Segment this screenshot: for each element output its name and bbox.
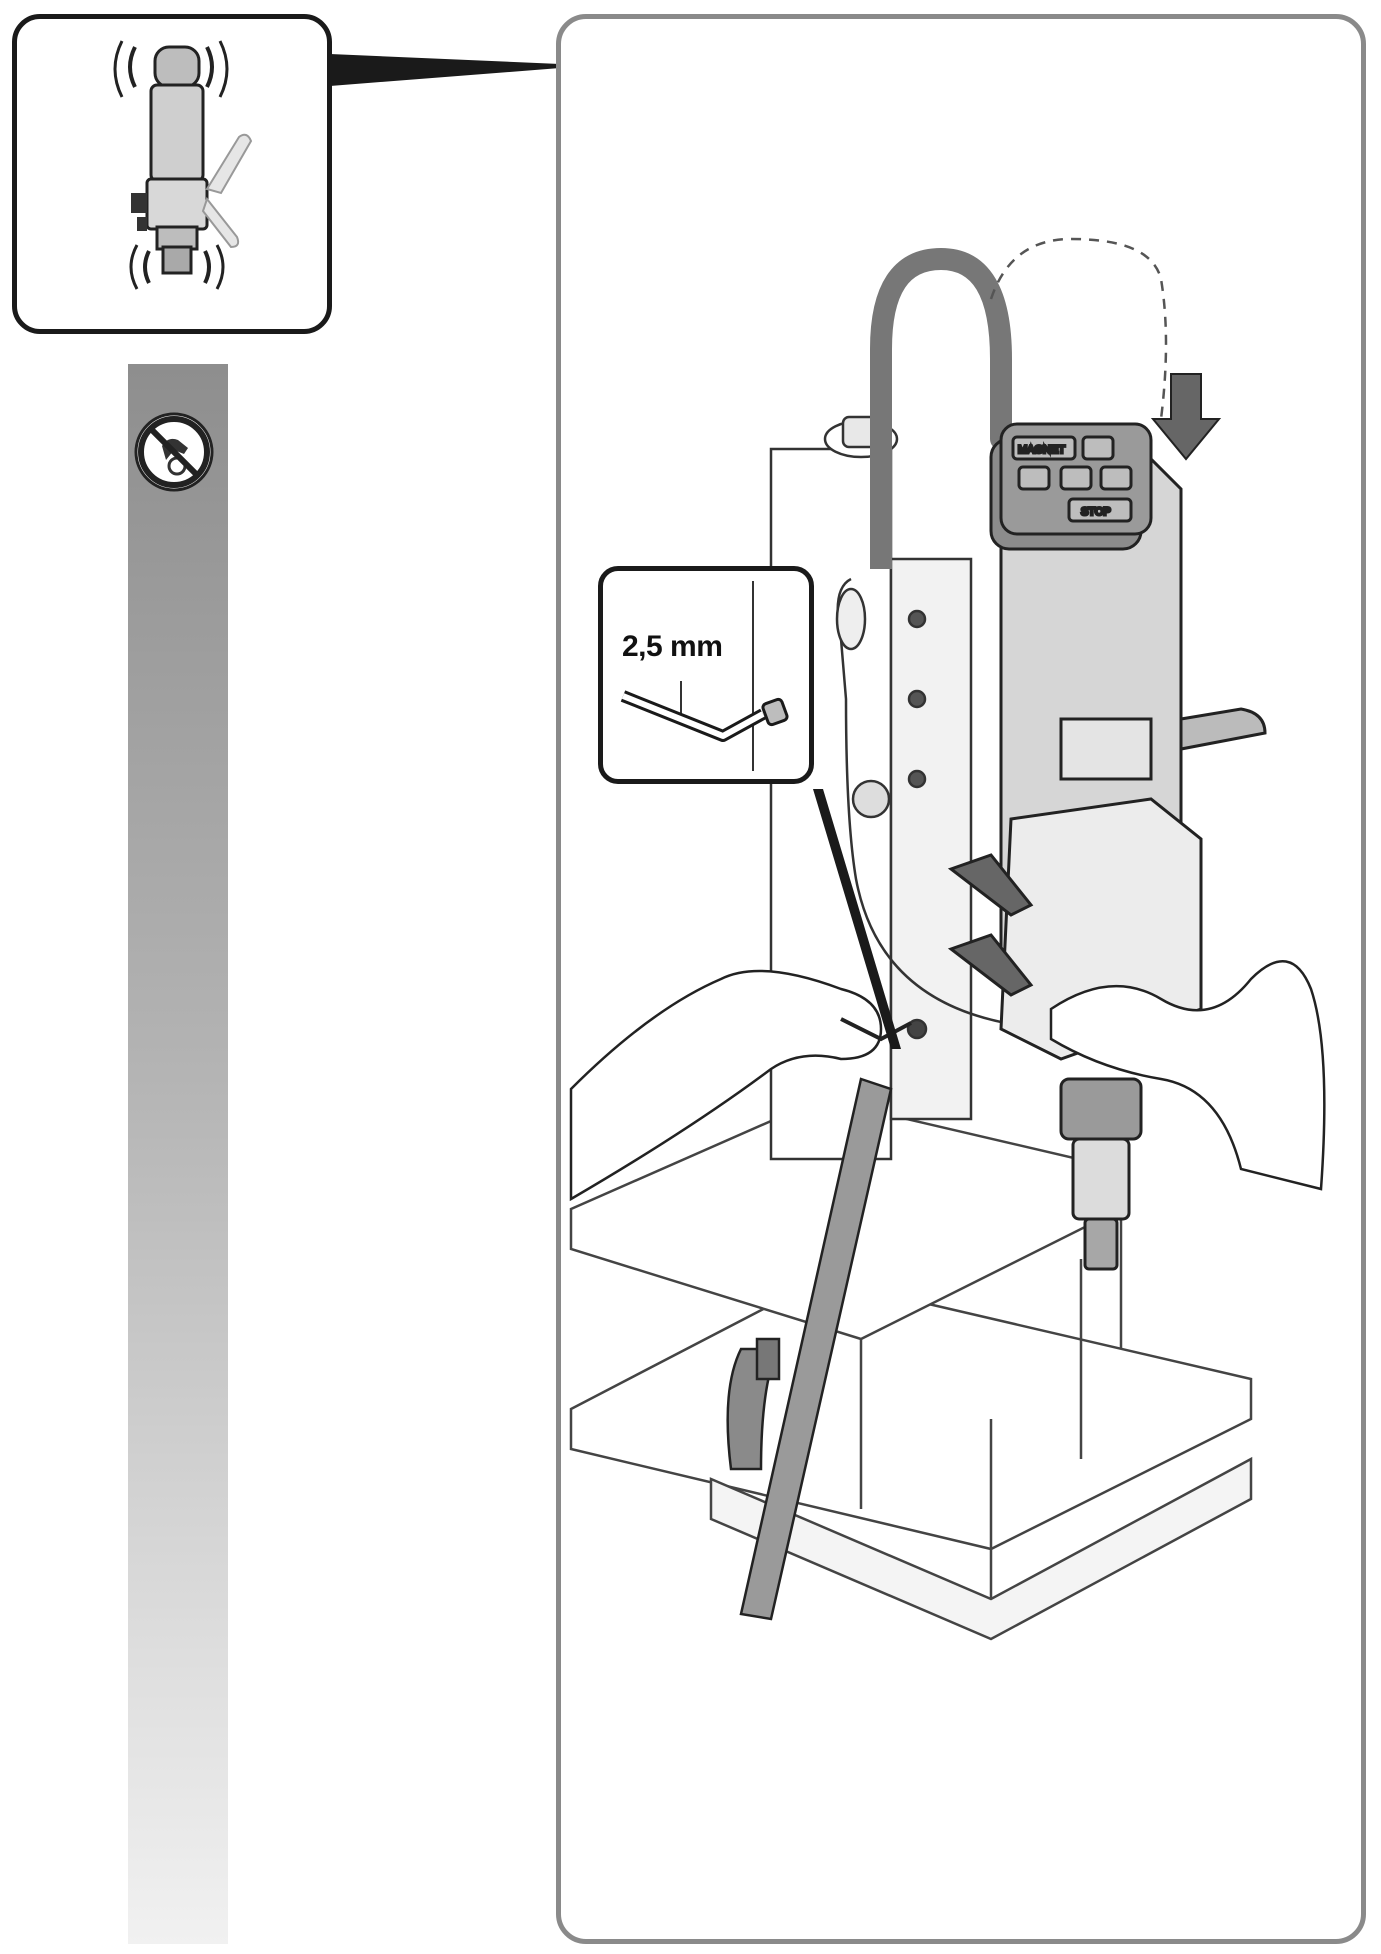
magnetic-drill-adjustment-illustration: MAGNET STOP (569, 237, 1326, 1641)
control-panel: MAGNET STOP (999, 422, 1153, 536)
set-screw-icon (761, 697, 789, 727)
workbench (569, 1097, 1253, 1641)
press-down-arrow-icon (1150, 373, 1222, 461)
hex-key-size-label: 2,5 mm (622, 630, 723, 663)
side-gradient-bar (128, 364, 228, 1944)
vibrating-motor-illustration (113, 40, 253, 290)
hands (569, 960, 1326, 1202)
stop-button-label: STOP (1081, 506, 1111, 518)
hex-key-detail-drawing (620, 581, 789, 771)
magnet-button-label: MAGNET (1018, 444, 1065, 456)
coolant-system (835, 577, 1107, 1031)
inset-vibration-panel (12, 14, 332, 334)
callout-connector (330, 54, 560, 86)
safety-strap (726, 1077, 893, 1621)
hex-key-icon (840, 1017, 912, 1042)
hex-key-detail-callout (598, 566, 814, 784)
no-touch-icon (134, 412, 214, 492)
